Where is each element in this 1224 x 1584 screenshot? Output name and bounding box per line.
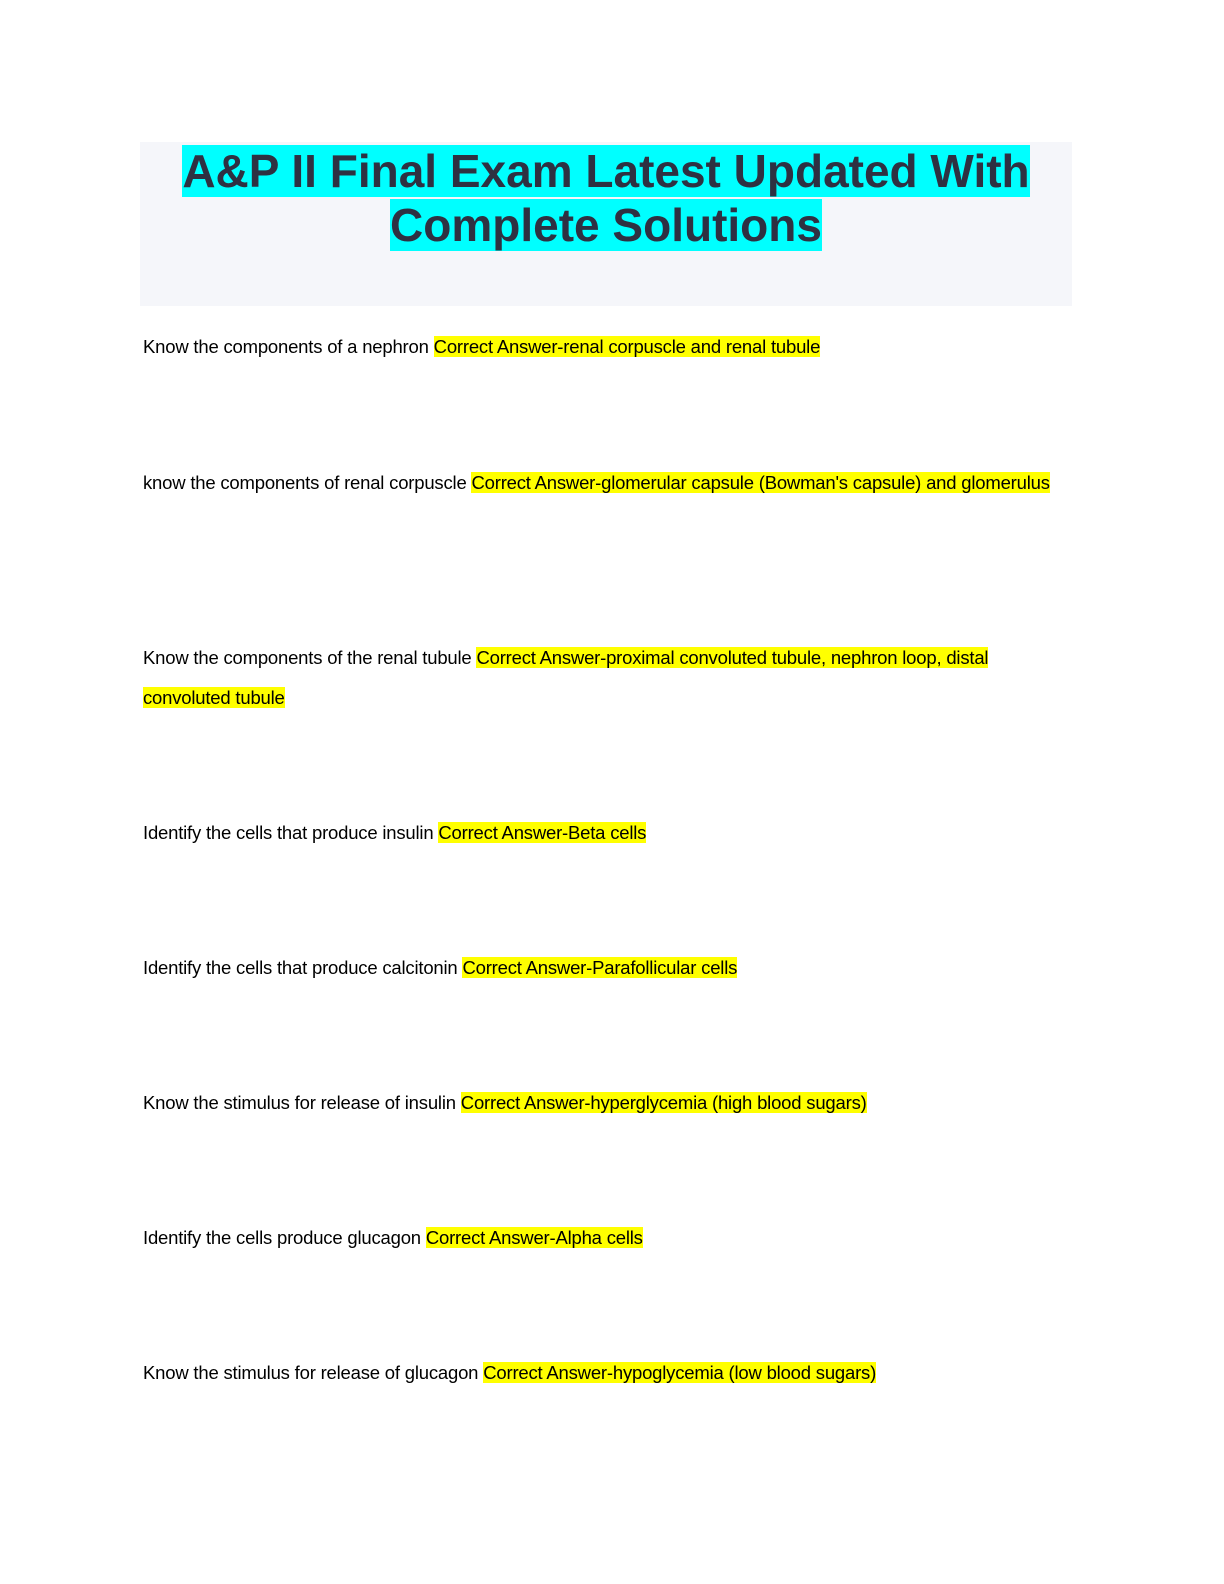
qa-item: Know the stimulus for release of glucago…	[143, 1353, 1058, 1393]
question: Identify the cells that produce calciton…	[143, 957, 458, 978]
answer: Correct Answer-hyperglycemia (high blood…	[460, 1092, 867, 1113]
question: Identify the cells that produce insulin	[143, 822, 434, 843]
qa-item: Identify the cells that produce calciton…	[143, 948, 1058, 988]
qa-item: Know the stimulus for release of insulin…	[143, 1083, 1058, 1123]
answer: Correct Answer-Beta cells	[438, 822, 647, 843]
question: Know the components of a nephron	[143, 336, 429, 357]
qa-item: Know the components of a nephron Correct…	[143, 327, 1058, 367]
document-title: A&P II Final Exam Latest Updated With Co…	[140, 142, 1072, 252]
qa-item: Identify the cells that produce insulin …	[143, 813, 1058, 853]
question: Identify the cells produce glucagon	[143, 1227, 421, 1248]
answer: Correct Answer-glomerular capsule (Bowma…	[471, 472, 1050, 493]
answer: Correct Answer-hypoglycemia (low blood s…	[483, 1362, 877, 1383]
title-text: A&P II Final Exam Latest Updated With Co…	[182, 145, 1030, 251]
question: Know the stimulus for release of insulin	[143, 1092, 456, 1113]
question: Know the components of the renal tubule	[143, 647, 472, 668]
qa-item: Identify the cells produce glucagon Corr…	[143, 1218, 1058, 1258]
question: know the components of renal corpuscle	[143, 472, 467, 493]
answer: Correct Answer-Alpha cells	[425, 1227, 643, 1248]
qa-item: Know the components of the renal tubule …	[143, 638, 1058, 718]
answer: Correct Answer-Parafollicular cells	[462, 957, 738, 978]
qa-item: know the components of renal corpuscle C…	[143, 463, 1058, 503]
title-block: A&P II Final Exam Latest Updated With Co…	[140, 142, 1072, 306]
answer: Correct Answer-renal corpuscle and renal…	[433, 336, 821, 357]
question: Know the stimulus for release of glucago…	[143, 1362, 479, 1383]
